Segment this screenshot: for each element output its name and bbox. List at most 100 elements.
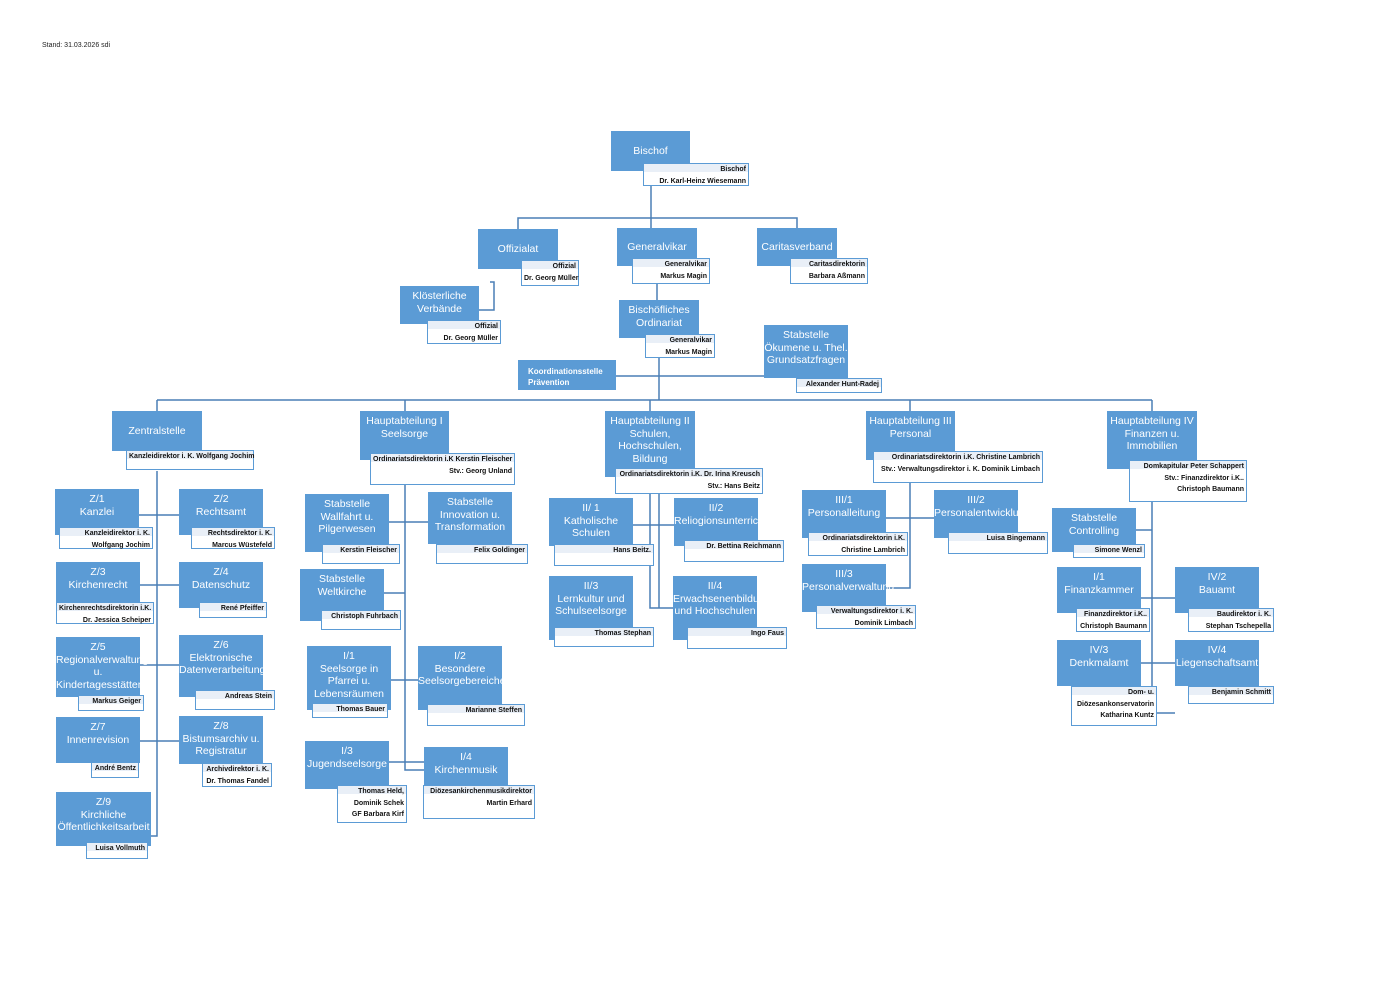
unit-title-line: Kanzlei (79, 505, 115, 518)
person-line: Dominik Limbach (854, 619, 913, 627)
person-line: Stv.: Finanzdirektor i.K.. (1164, 474, 1244, 482)
stand-date: Stand: 31.03.2026 sdi (42, 42, 111, 49)
unit-title-line: Öffentlichkeitsarbeit (57, 821, 150, 833)
person-line: Baudirektor i. K. (1216, 611, 1271, 618)
unit-title-line: Verbände (417, 302, 462, 315)
unit-head-label: Verwaltungsdirektor i. K. Dominik Limbach (816, 605, 916, 629)
person-line: Ordinariatsdirektorin i.K. Dr. Irina Kre… (619, 471, 760, 478)
unit-title-line: IV/4 (1207, 644, 1227, 656)
person-line: Dominik Schek (353, 799, 404, 807)
person-line: Bischof (720, 166, 746, 173)
person-line: Marcus Wüstefeld (212, 541, 272, 549)
person-line: Kanzleidirektor i. K. Wolfgang Jochim (129, 453, 255, 460)
unit-title-line: Hauptabteilung IV (1110, 415, 1194, 427)
person-line: Stephan Tschepella (1205, 622, 1271, 630)
unit-head-label: Baudirektor i. K. Stephan Tschepella (1188, 608, 1274, 632)
connector-line (1151, 502, 1175, 714)
unit-title-line: Caritasverband (761, 240, 833, 253)
person-line: Martin Erhard (486, 799, 532, 807)
person-line: Hans Beitz. (613, 547, 651, 554)
unit-title-line: II/ 1 (582, 502, 600, 514)
unit-title-line: Koordinationsstelle (528, 366, 603, 376)
unit-title-line: Zentralstelle (128, 424, 186, 437)
person-line: Dr. Bettina Reichmann (706, 543, 781, 550)
person-line: Christine Lambrich (841, 546, 905, 554)
person-line: Simone Wenzl (1094, 547, 1142, 554)
unit-head-label: Hans Beitz. (554, 544, 654, 566)
unit-title-line: Hauptabteilung I (366, 415, 443, 427)
unit-head-label: Simone Wenzl (1073, 544, 1145, 558)
unit-title-line: Seelsorgebereiche (418, 675, 506, 687)
unit-head-label: René Pfeiffer (199, 602, 267, 618)
unit-title-line: Liegenschaftsamt (1175, 656, 1259, 669)
unit-head-label: Ordinariatsdirektorin i.K.Christine Lamb… (808, 532, 908, 556)
person-line: Luisa Bingemann (986, 535, 1045, 542)
person-line: Markus Magin (665, 348, 712, 356)
person-line: Markus Magin (660, 272, 707, 280)
person-line: Archivdirektor i. K. (206, 766, 269, 773)
unit-title-line: Regionalverwaltung (56, 653, 149, 666)
unit-head-label: Rechtsdirektor i. K.Marcus Wüstefeld (191, 527, 275, 549)
unit-title-line: Bauamt (1198, 583, 1236, 596)
unit-zentral: Zentralstelle (112, 411, 202, 451)
unit-title-line: Z/2 (213, 493, 229, 505)
unit-title-line: Personalverwaltung (802, 580, 895, 593)
person-line: Generalvikar (669, 337, 712, 344)
person-line: Ingo Faus (750, 630, 784, 637)
unit-title-line: Z/6 (213, 639, 229, 651)
connector-line (404, 485, 424, 771)
person-line: Kerstin Fleischer (340, 547, 397, 554)
person-line: Offizial (474, 323, 498, 330)
person-line: Thomas Stephan (594, 630, 651, 637)
unit-title-line: Z/1 (89, 493, 105, 505)
unit-title-line: Schulen (572, 527, 610, 539)
unit-head-label: Kanzleidirektor i. K.Wolfgang Jochim (59, 527, 153, 549)
unit-title-line: und Hochschulen (674, 605, 756, 617)
unit-title-line: Lebensräumen (313, 687, 385, 700)
unit-title-line: Z/9 (95, 796, 112, 808)
unit-title-line: Personalleitung (807, 506, 881, 519)
person-line: Dr. Thomas Fandel (206, 777, 269, 785)
person-line: Wolfgang Jochim (91, 541, 150, 549)
unit-title-line: Prävention (528, 377, 570, 387)
person-line: Ordinariatsdirektorin i.K. Christine Lam… (891, 454, 1040, 461)
unit-title-line: I/4 (460, 751, 472, 763)
unit-title-line: Kirchenrecht (68, 578, 128, 591)
person-line: Dom- u. (1127, 689, 1154, 696)
unit-title-line: Ordinariat (635, 316, 683, 329)
unit-head-label: Felix Goldinger (436, 544, 528, 564)
unit-title-line: Offizialat (497, 242, 539, 255)
unit-title-line: I/1 (343, 650, 355, 662)
unit-title-line: Stabstelle (323, 498, 371, 510)
unit-title-line: Datenschutz (191, 578, 251, 591)
person-line: Verwaltungsdirektor i. K. (830, 608, 913, 615)
unit-head-label: Marianne Steffen (427, 704, 525, 726)
unit-title-line: Reliogionsunterricht (674, 514, 767, 527)
unit-head-label: Ordinariatsdirektorin i.K. Dr. Irina Kre… (615, 468, 763, 494)
unit-head-label: Kirchenrechtsdirektorin i.K.Dr. Jessica … (56, 602, 154, 624)
person-line: Stv.: Hans Beitz (707, 482, 760, 490)
unit-title-line: Kirchenmusik (434, 763, 498, 776)
person-line: René Pfeiffer (220, 605, 264, 612)
unit-title-line: Kirchliche (80, 808, 127, 821)
connector-line (517, 217, 798, 229)
person-line: Alexander Hunt-Radej (805, 381, 879, 388)
unit-title-line: Stabstelle (446, 496, 494, 508)
